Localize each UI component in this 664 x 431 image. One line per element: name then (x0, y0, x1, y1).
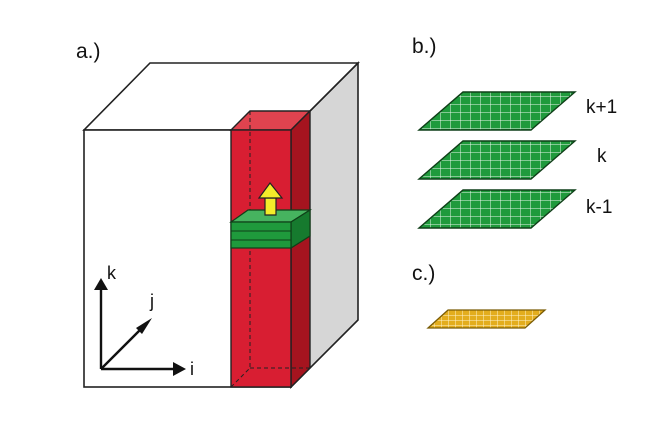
axis-k-arrowhead-icon (94, 278, 108, 290)
axis-j-line (100, 324, 146, 370)
panel-b-label: b.) (412, 35, 437, 58)
slab-front-face (230, 221, 292, 249)
panel-b: b.) k+1 k k-1 (412, 35, 617, 229)
panel-c: c.) (412, 262, 547, 329)
axis-i-label: i (190, 359, 194, 379)
axis-i-arrowhead-icon (173, 362, 186, 376)
layer-upper-label: k+1 (586, 97, 617, 118)
grid-layer-upper (417, 91, 577, 131)
domain-block (82, 61, 360, 389)
layer-lower-label: k-1 (586, 197, 612, 218)
axis-triad: k j i (94, 263, 194, 379)
axis-j-label: j (149, 291, 154, 311)
panel-a-label: a.) (76, 40, 101, 63)
axis-k-label: k (107, 263, 117, 283)
layer-middle-label: k (597, 146, 607, 167)
column-front-face (230, 129, 292, 388)
panel-c-label: c.) (412, 262, 435, 285)
grid-layer-surface (426, 309, 547, 329)
axis-j-arrowhead-icon (136, 318, 152, 334)
upward-flux-arrow-icon (257, 182, 284, 216)
grid-layer-lower (417, 189, 577, 229)
panel-a: a.) (76, 40, 360, 389)
grid-cell-slab (229, 208, 313, 250)
column-side-face (290, 109, 311, 389)
vertical-column (229, 109, 312, 389)
grid-layer-middle (417, 140, 577, 180)
